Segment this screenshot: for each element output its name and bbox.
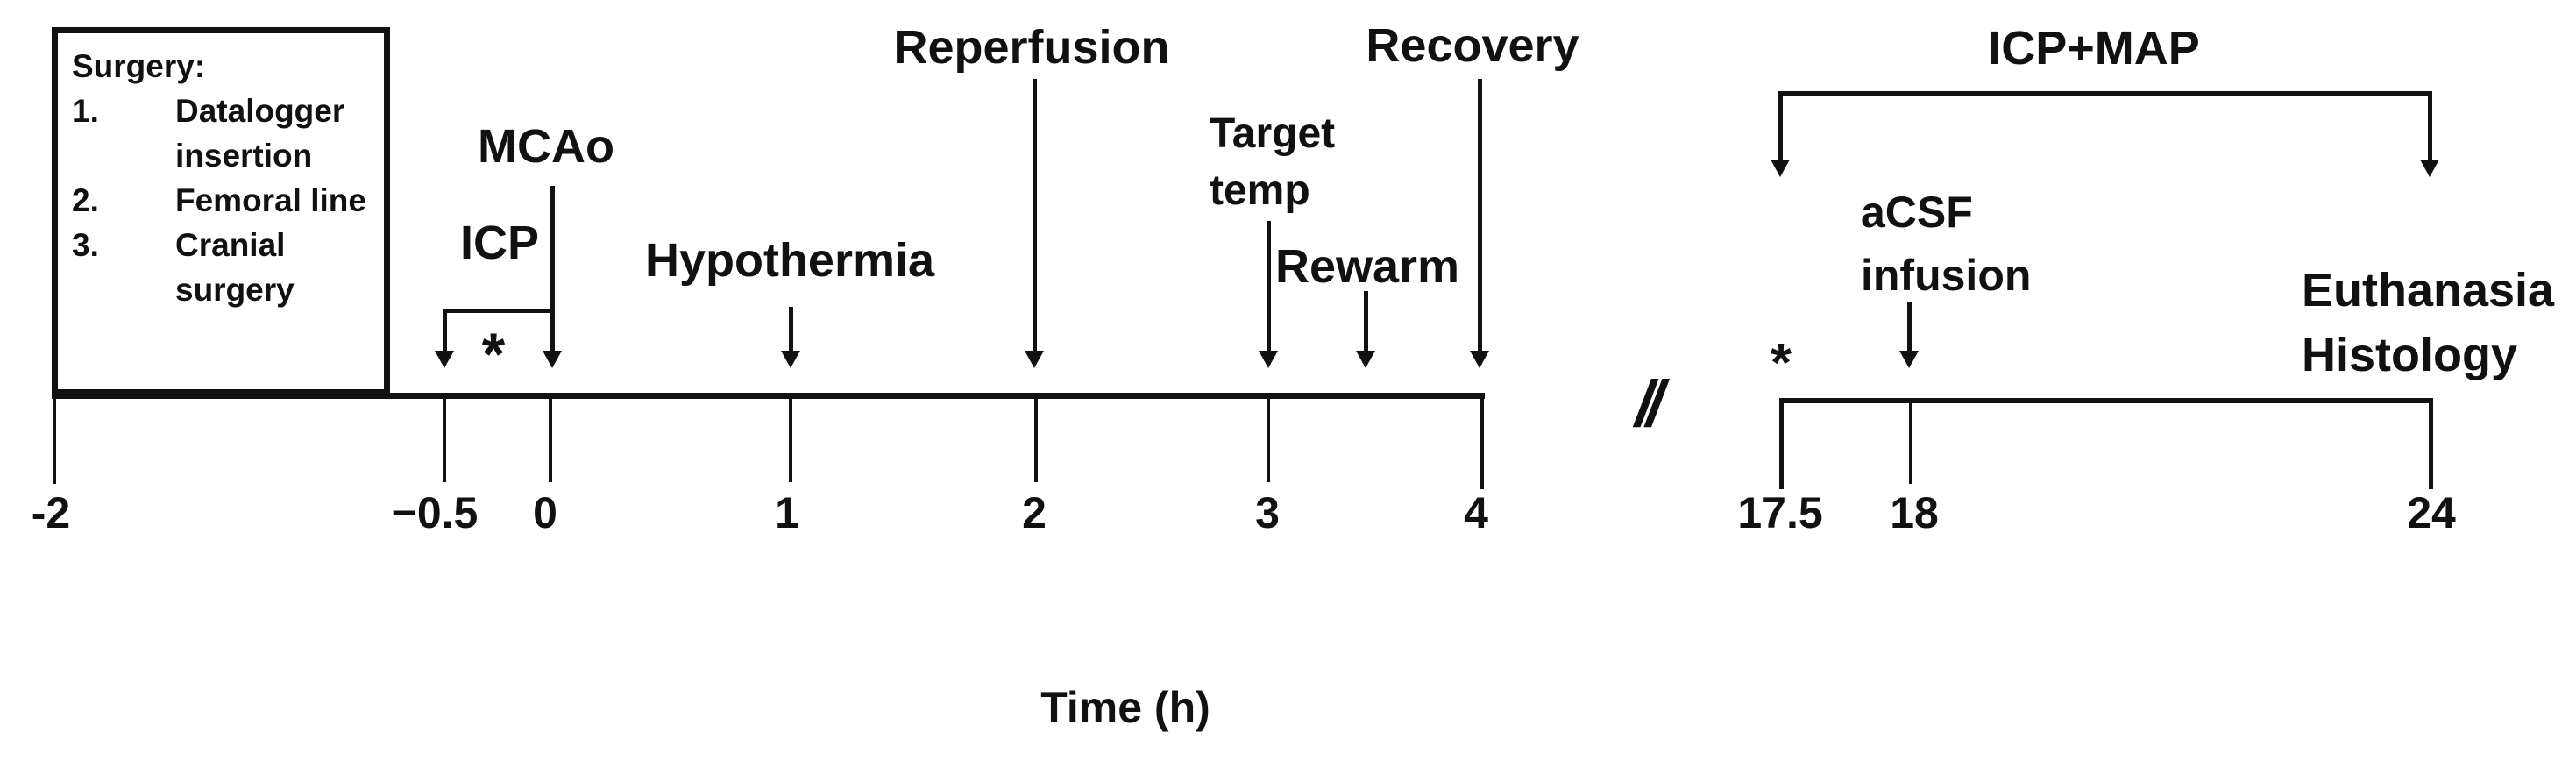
tick-1 [789,399,792,482]
reperfusion-arrow-line [1033,79,1037,352]
icp-label: ICP [459,217,540,269]
tick-label-3: 3 [1255,488,1280,537]
surgery-item-2-text: Femoral line [175,178,366,223]
surgery-box-title: Surgery: [72,48,206,84]
surgery-item-2-line-1: Femoral line [175,182,366,218]
tick-24 [2429,398,2433,489]
tick-minus2 [53,399,56,484]
surgery-item-1-number: 1. [72,93,99,129]
icp-map-bracket-left-line [1778,91,1783,161]
tick-label-17p5: 17.5 [1737,488,1823,537]
tick-label-0: 0 [533,488,557,537]
surgery-item-3-text: Cranial surgery [175,223,295,312]
icp-map-right-arrowhead [2420,160,2439,177]
surgery-item-1-text: Datalogger insertion [175,89,344,178]
euthanasia-label: Euthanasia Histology [2302,258,2554,388]
acsf-infusion-label: aCSF infusion [1861,181,2031,307]
recovery-arrow-line [1478,79,1482,352]
icp-asterisk: * [481,321,506,388]
reperfusion-arrowhead [1025,351,1044,368]
rewarm-arrow-line [1364,291,1368,352]
rewarm-label: Rewarm [1274,240,1460,293]
timeline-segment-1 [52,393,1485,399]
acsf-line-2: infusion [1861,251,2032,300]
surgery-item-3-number: 3. [72,227,99,263]
surgery-item-1-line-2: insertion [175,138,313,174]
acsf-asterisk: * [1770,333,1792,394]
icp-bracket-bar [443,309,555,313]
surgery-item-2: 2. Femoral line [72,178,377,223]
surgery-item-3: 3. Cranial surgery [72,223,377,312]
tick-label-1: 1 [775,488,799,537]
surgery-item-1-line-1: Datalogger [175,93,345,129]
acsf-arrowhead [1899,351,1919,368]
target-temp-arrowhead [1259,351,1278,368]
hypothermia-arrow-line [789,307,793,352]
tick-2 [1034,399,1038,482]
mcao-arrowhead [543,351,562,368]
target-temp-label: Target temp [1210,105,1335,219]
surgery-item-1: 1. Datalogger insertion [72,89,377,178]
euthanasia-line-2: Histology [2302,329,2518,381]
euthanasia-line-1: Euthanasia [2302,264,2555,316]
mcao-label: MCAo [478,120,614,173]
x-axis-title: Time (h) [1040,683,1210,732]
target-temp-arrow-line [1267,221,1271,352]
surgery-item-3-line-2: surgery [175,272,295,308]
reperfusion-label: Reperfusion [893,21,1170,74]
tick-18 [1909,403,1912,484]
recovery-label: Recovery [1366,19,1579,72]
icp-map-bracket-bar [1778,91,2432,96]
surgery-item-2-number: 2. [72,182,99,218]
hypothermia-label: Hypothermia [644,234,935,287]
acsf-arrow-line [1907,302,1912,352]
tick-label-minus0p5: −0.5 [391,488,479,537]
icp-bracket-left-line [443,309,447,352]
surgery-box: Surgery: 1. Datalogger insertion 2. Femo… [52,27,390,395]
icp-bracket-arrowhead [435,351,454,368]
tick-17p5 [1779,398,1784,489]
axis-break-symbol: // [1635,367,1664,440]
tick-label-2: 2 [1022,488,1047,537]
timeline-segment-2 [1779,398,2433,403]
rewarm-arrowhead [1356,351,1375,368]
recovery-arrowhead [1470,351,1489,368]
icp-map-left-arrowhead [1771,160,1790,177]
tick-label-24: 24 [2407,488,2456,537]
icp-map-label: ICP+MAP [1988,22,2200,75]
tick-minus0p5 [443,399,446,482]
tick-label-18: 18 [1890,488,1939,537]
target-temp-line-2: temp [1210,167,1310,214]
mcao-arrow-line [550,186,555,352]
surgery-item-3-line-1: Cranial [175,227,286,263]
target-temp-line-1: Target [1210,110,1336,157]
acsf-line-1: aCSF [1861,188,1973,237]
tick-label-4: 4 [1464,488,1488,537]
tick-3 [1267,399,1270,482]
hypothermia-arrowhead [781,351,800,368]
tick-label-minus2: -2 [31,488,71,537]
tick-4 [1480,393,1484,489]
icp-map-bracket-right-line [2428,91,2432,161]
tick-0 [549,399,552,482]
